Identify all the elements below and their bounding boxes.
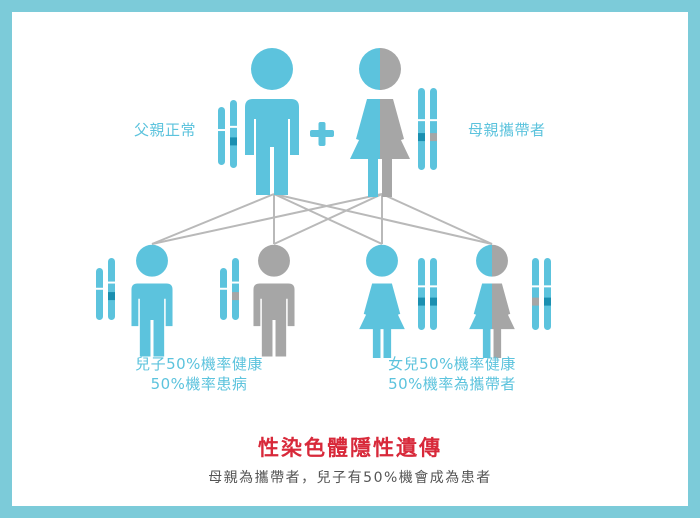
son-healthy-chromosome-1 bbox=[96, 268, 103, 320]
son-affected-figure bbox=[253, 244, 295, 357]
diagram-title: 性染色體隱性遺傳 bbox=[258, 436, 442, 460]
daughter-carrier-chromosome-1 bbox=[532, 258, 539, 330]
father-label: 父親正常 bbox=[134, 121, 197, 139]
mother-figure bbox=[350, 48, 410, 197]
daughter-healthy-chromosome-2 bbox=[430, 258, 437, 330]
connector-line bbox=[273, 193, 383, 245]
connector-line bbox=[151, 193, 383, 245]
father-chromosome-1 bbox=[218, 107, 225, 165]
content-panel: 父親正常 母親攜帶者 兒子50%機率健康 50%機率患病 女兒50%機率健康 5… bbox=[12, 12, 688, 506]
connector-lines bbox=[151, 193, 493, 245]
daughter-carrier-chromosome-2 bbox=[544, 258, 551, 330]
son-caption: 兒子50%機率健康 50%機率患病 bbox=[114, 354, 284, 394]
mother-chromosome-2 bbox=[430, 88, 437, 170]
son-affected-chromosome-2 bbox=[232, 258, 239, 320]
mother-label: 母親攜帶者 bbox=[468, 121, 546, 139]
daughter-caption-line1: 女兒50%機率健康 bbox=[388, 355, 516, 373]
mother-chromosome-1 bbox=[418, 88, 425, 170]
son-healthy-chromosome-2 bbox=[108, 258, 115, 320]
daughter-healthy-chromosome-1 bbox=[418, 258, 425, 330]
daughter-caption-line2: 50%機率為攜帶者 bbox=[388, 375, 516, 393]
daughter-carrier-figure bbox=[469, 244, 515, 358]
connector-line bbox=[151, 193, 275, 245]
daughter-healthy-figure bbox=[359, 244, 405, 358]
son-healthy-figure bbox=[131, 244, 173, 357]
figures bbox=[96, 48, 551, 358]
plus-symbol bbox=[310, 122, 334, 146]
inheritance-diagram bbox=[96, 48, 551, 358]
connector-line bbox=[381, 193, 493, 245]
father-figure bbox=[245, 48, 299, 195]
son-affected-chromosome-1 bbox=[220, 268, 227, 320]
daughter-caption: 女兒50%機率健康 50%機率為攜帶者 bbox=[362, 354, 542, 394]
son-caption-line1: 兒子50%機率健康 bbox=[135, 355, 263, 373]
diagram-subtitle: 母親為攜帶者，兒子有50%機會成為患者 bbox=[208, 470, 492, 486]
son-caption-line2: 50%機率患病 bbox=[150, 375, 248, 393]
father-chromosome-2 bbox=[230, 100, 237, 168]
